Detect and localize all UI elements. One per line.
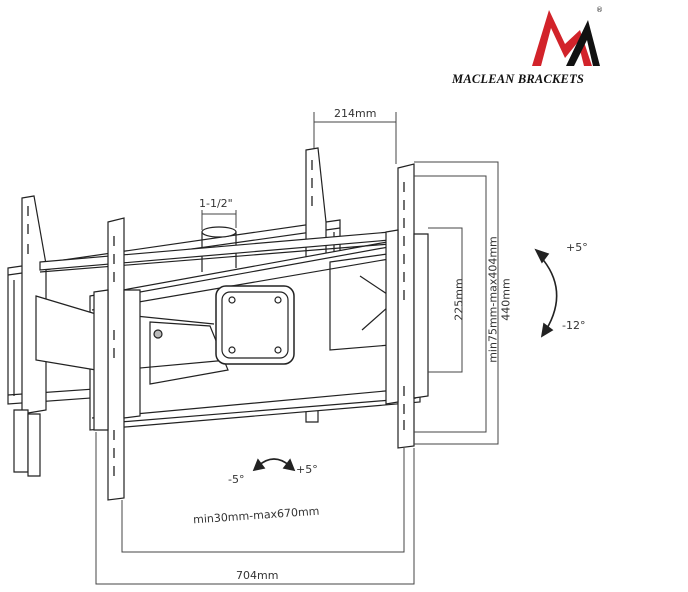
label-overall-height: 440mm	[499, 278, 513, 321]
label-vesa-vertical-range: min75mm-max404mm	[486, 236, 500, 363]
arm-slots	[27, 160, 405, 476]
dim-vesa-vertical-min-line	[428, 227, 463, 373]
logo-red-stroke	[532, 10, 592, 66]
brand-logo	[532, 10, 600, 66]
dim-vesa-horizontal-range-line	[121, 448, 405, 553]
vesa-plate	[153, 285, 295, 365]
front-arm-left	[93, 217, 141, 501]
label-swivel-left: -5°	[228, 473, 245, 486]
swivel-arrow	[252, 458, 296, 472]
dim-top-width-line	[313, 112, 397, 164]
label-swivel-right: +5°	[296, 463, 318, 476]
brand-name: MACLEAN BRACKETS	[452, 72, 585, 86]
tilt-arrow	[534, 248, 558, 338]
label-top-width: 214mm	[334, 107, 377, 120]
dim-vesa-vertical-range-line	[414, 175, 487, 433]
dim-pipe-line	[201, 210, 237, 230]
registered-mark: ®	[596, 6, 603, 14]
dim-overall-height-line	[414, 161, 499, 445]
label-vesa-vertical-min: 225mm	[452, 278, 466, 321]
label-tilt-up: +5°	[566, 241, 588, 254]
dim-overall-width-line	[95, 432, 415, 585]
label-tilt-down: -12°	[562, 319, 586, 332]
label-pipe: 1-1/2"	[199, 197, 233, 210]
front-arm-right	[385, 163, 429, 449]
logo-black-stroke	[566, 20, 600, 66]
label-overall-width: 704mm	[236, 569, 279, 582]
